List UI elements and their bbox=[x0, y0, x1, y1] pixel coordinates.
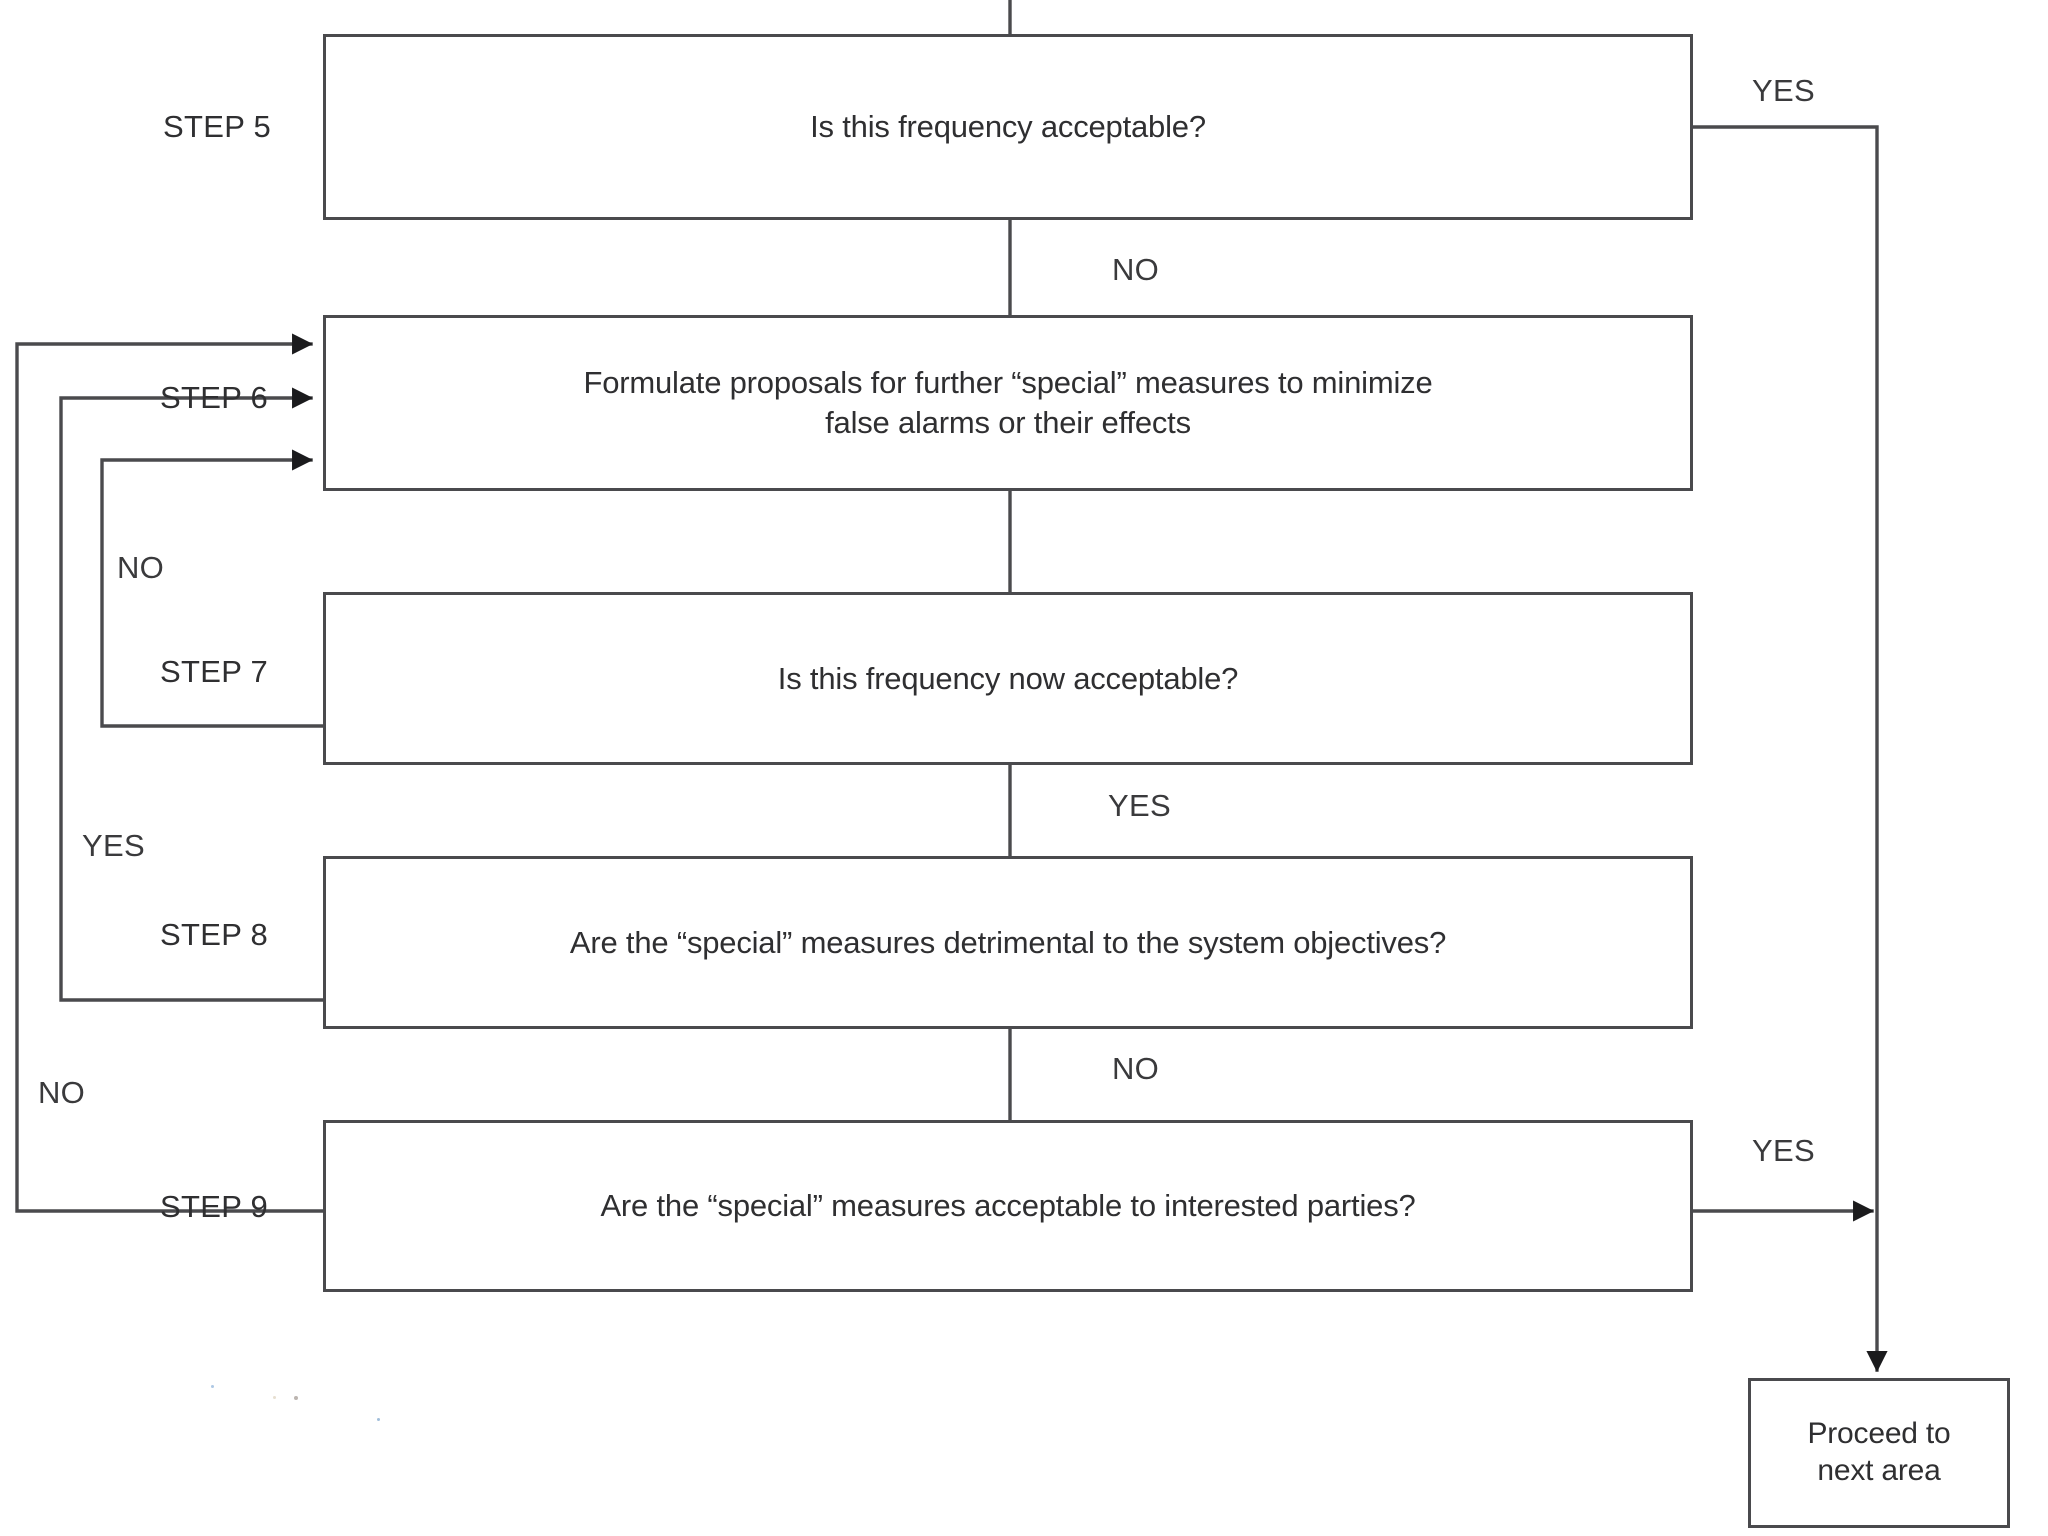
step-label-step7: STEP 7 bbox=[160, 654, 269, 689]
node-step8[interactable]: Are the “special” measures detrimental t… bbox=[323, 856, 1693, 1029]
scan-speck bbox=[211, 1385, 214, 1388]
node-step6-text: Formulate proposals for further “special… bbox=[583, 365, 1433, 440]
step-label-step8: STEP 8 bbox=[160, 917, 269, 952]
node-step6[interactable]: Formulate proposals for further “special… bbox=[323, 315, 1693, 491]
step-label-step5: STEP 5 bbox=[163, 109, 272, 144]
node-step8-text: Are the “special” measures detrimental t… bbox=[569, 924, 1447, 960]
node-proceed-to-next-area[interactable]: Proceed to next area bbox=[1748, 1378, 2010, 1528]
edge-label-step8-no: NO bbox=[1112, 1051, 1160, 1086]
node-step9-text: Are the “special” measures acceptable to… bbox=[600, 1188, 1416, 1224]
node-step5[interactable]: Is this frequency acceptable? bbox=[323, 34, 1693, 220]
edge-label-step7-yes: YES bbox=[1108, 788, 1171, 823]
edge-label-step9-yes: YES bbox=[1752, 1133, 1815, 1168]
step-label-step6: STEP 6 bbox=[160, 380, 269, 415]
edge-label-step9-no: NO bbox=[38, 1075, 86, 1110]
scan-speck bbox=[294, 1396, 298, 1400]
step-label-step9: STEP 9 bbox=[160, 1189, 269, 1224]
edge-label-step5-yes: YES bbox=[1752, 73, 1815, 108]
node-step7[interactable]: Is this frequency now acceptable? bbox=[323, 592, 1693, 765]
node-step9[interactable]: Are the “special” measures acceptable to… bbox=[323, 1120, 1693, 1292]
node-step7-text: Is this frequency now acceptable? bbox=[777, 660, 1239, 696]
edge-label-step8-yes: YES bbox=[82, 828, 145, 863]
node-step5-text: Is this frequency acceptable? bbox=[810, 109, 1206, 145]
edge-label-step5-no: NO bbox=[1112, 252, 1160, 287]
scan-speck bbox=[377, 1418, 380, 1421]
node-terminal-text: Proceed to next area bbox=[1807, 1417, 1951, 1487]
scan-speck bbox=[273, 1396, 276, 1399]
edge-step8-yes-to-step6 bbox=[59, 387, 325, 1002]
edge-label-step7-no: NO bbox=[117, 550, 165, 585]
edge-step5-yes-to-terminal bbox=[1691, 125, 1888, 1373]
